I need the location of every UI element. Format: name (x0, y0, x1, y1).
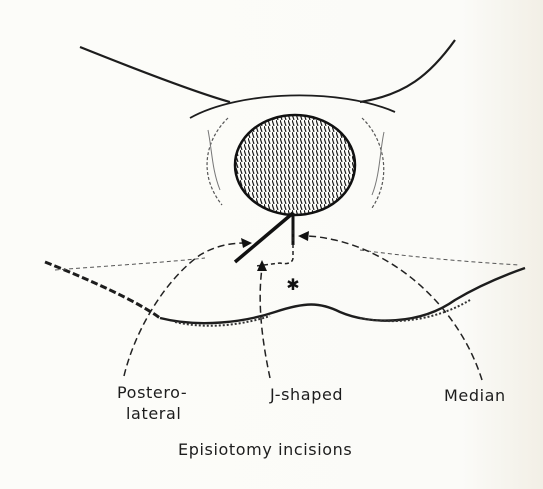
left-labium (207, 118, 228, 205)
label-posterolateral-line1: Postero- (117, 383, 187, 403)
right-thigh-contour (360, 40, 455, 102)
left-buttock-edge (45, 262, 160, 318)
j-shaped-incision (256, 230, 293, 266)
arrowhead-posterolateral (241, 238, 252, 248)
label-posterolateral-line2: lateral (126, 404, 181, 424)
inner-dashed-curve-right (360, 250, 520, 265)
arrowhead-median (298, 231, 309, 241)
label-j-shaped: J-shaped (270, 385, 343, 405)
inner-dashed-curve (55, 258, 205, 270)
posterolateral-incision (235, 213, 293, 262)
left-fold-shading (208, 130, 220, 190)
pointer-j-shaped (260, 268, 270, 378)
right-fold-shading (372, 132, 384, 195)
left-thigh-contour (80, 47, 230, 102)
right-labium (362, 118, 384, 208)
figure-caption: Episiotomy incisions (178, 440, 352, 460)
anus-star: ✱ (286, 275, 299, 294)
fetal-head (235, 115, 355, 215)
pointer-posterolateral (124, 243, 245, 376)
perineum-contour (160, 268, 525, 323)
label-median: Median (444, 386, 506, 406)
